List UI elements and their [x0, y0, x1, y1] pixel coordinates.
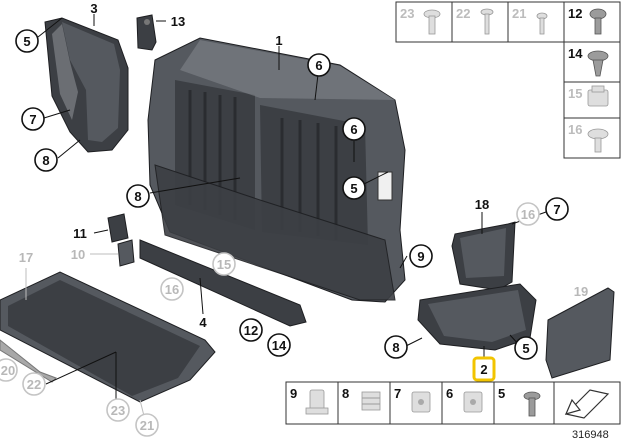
svg-text:10: 10 — [71, 247, 85, 262]
callout-8: 8 — [34, 148, 58, 172]
callouts: 3 5 13 1 6 7 8 6 — [0, 1, 588, 437]
rivet-icon — [480, 8, 494, 35]
callout-11: 11 — [73, 226, 87, 241]
direction-arrow-icon — [564, 389, 610, 419]
svg-text:18: 18 — [475, 197, 489, 212]
svg-text:6: 6 — [315, 58, 322, 73]
callout-5: 5 — [342, 176, 366, 200]
callout-16: 16 — [160, 277, 184, 301]
callout-21: 21 — [135, 413, 159, 437]
clip-icon — [305, 389, 329, 415]
svg-text:1: 1 — [275, 33, 282, 48]
side-panel-part — [545, 287, 615, 379]
spring-clip-icon — [361, 391, 381, 411]
callout-16: 16 — [516, 202, 540, 226]
screw-icon — [423, 9, 441, 35]
svg-text:5: 5 — [23, 34, 30, 49]
svg-text:6: 6 — [350, 122, 357, 137]
nut-clip-icon — [411, 391, 431, 413]
callout-1: 1 — [275, 33, 282, 48]
svg-text:16: 16 — [521, 207, 535, 222]
callout-9: 9 — [409, 244, 433, 268]
callout-15: 15 — [212, 252, 236, 276]
push-rivet-icon — [587, 50, 609, 77]
svg-text:8: 8 — [392, 340, 399, 355]
callout-8: 8 — [126, 184, 150, 208]
callout-5: 5 — [514, 336, 538, 360]
svg-text:8: 8 — [134, 189, 141, 204]
clip-nut-icon — [587, 85, 609, 107]
svg-text:2: 2 — [480, 362, 487, 377]
hardware-label: 21 — [512, 6, 526, 21]
svg-text:13: 13 — [171, 14, 185, 29]
callout-14: 14 — [267, 333, 291, 357]
hardware-label: 9 — [290, 386, 297, 401]
callout-20: 20 — [0, 358, 18, 382]
callout-18: 18 — [475, 197, 489, 212]
small-cover-part — [136, 14, 157, 51]
svg-text:16: 16 — [165, 282, 179, 297]
callout-8: 8 — [384, 335, 408, 359]
hardware-grid-top: 23 22 21 12 14 15 16 — [395, 1, 621, 159]
svg-text:7: 7 — [553, 202, 560, 217]
callout-3: 3 — [90, 1, 97, 16]
air-duct-right-lower-part — [417, 283, 537, 351]
callout-13: 13 — [171, 14, 185, 29]
u-nut-icon — [463, 391, 483, 413]
svg-text:12: 12 — [244, 323, 258, 338]
air-duct-right-upper-part — [451, 221, 516, 291]
callout-5: 5 — [15, 29, 39, 53]
callout-17: 17 — [19, 250, 33, 265]
svg-text:7: 7 — [29, 112, 36, 127]
callout-19: 19 — [574, 284, 588, 299]
expanding-rivet-icon — [589, 8, 607, 35]
document-number: 316948 — [572, 429, 609, 441]
svg-text:3: 3 — [90, 1, 97, 16]
hardware-grid-bottom: 9 8 7 6 5 — [285, 381, 621, 425]
svg-text:21: 21 — [140, 418, 154, 433]
hardware-label: 15 — [568, 86, 582, 101]
svg-text:19: 19 — [574, 284, 588, 299]
hardware-label: 14 — [568, 46, 583, 61]
svg-text:9: 9 — [417, 249, 424, 264]
svg-text:14: 14 — [272, 338, 287, 353]
callout-12: 12 — [239, 318, 263, 342]
hardware-label: 7 — [394, 386, 401, 401]
hardware-label: 5 — [498, 386, 505, 401]
svg-text:22: 22 — [27, 377, 41, 392]
svg-text:4: 4 — [199, 315, 207, 330]
svg-text:5: 5 — [350, 181, 357, 196]
callout-22: 22 — [22, 372, 46, 396]
svg-text:23: 23 — [111, 403, 125, 418]
air-duct-left-part — [44, 17, 129, 153]
callout-6: 6 — [342, 117, 366, 141]
speed-nut-icon — [587, 128, 609, 153]
hardware-label: 16 — [568, 122, 582, 137]
svg-text:8: 8 — [42, 153, 49, 168]
bolt-icon — [523, 391, 541, 417]
lower-trim-bar-part — [139, 239, 307, 327]
callout-23: 23 — [106, 398, 130, 422]
callout-6: 6 — [307, 53, 331, 77]
bracket-part — [107, 213, 135, 267]
svg-text:20: 20 — [1, 363, 15, 378]
svg-text:5: 5 — [522, 341, 529, 356]
callout-7: 7 — [545, 197, 569, 221]
svg-text:17: 17 — [19, 250, 33, 265]
callout-10: 10 — [71, 247, 85, 262]
svg-text:11: 11 — [73, 226, 87, 241]
leader-lines — [25, 14, 547, 425]
callout-4: 4 — [199, 315, 207, 330]
hardware-label: 8 — [342, 386, 349, 401]
pin-icon — [536, 12, 548, 35]
hardware-label: 22 — [456, 6, 470, 21]
hardware-label: 23 — [400, 6, 414, 21]
hardware-label: 6 — [446, 386, 453, 401]
hardware-label: 12 — [568, 6, 582, 21]
svg-text:15: 15 — [217, 257, 231, 272]
callout-7: 7 — [21, 107, 45, 131]
callout-2-highlighted: 2 — [472, 356, 496, 382]
radiator-support-frame-part — [147, 37, 406, 303]
